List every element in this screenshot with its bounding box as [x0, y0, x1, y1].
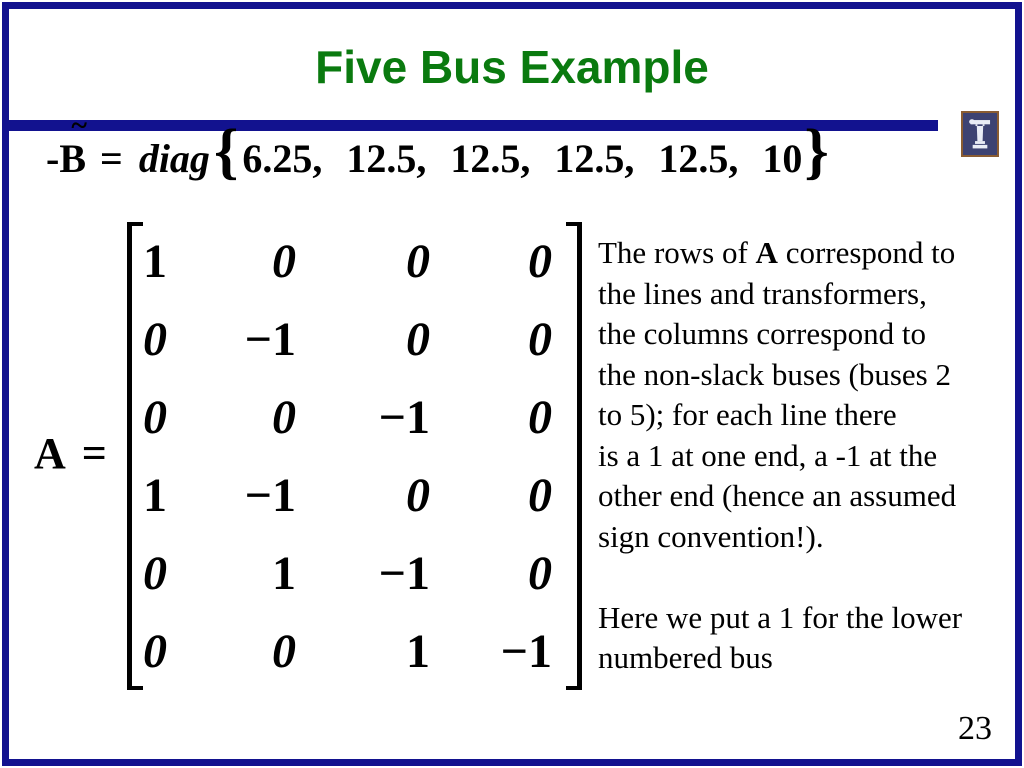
right-bracket	[566, 222, 582, 690]
matrix-cell: 1	[143, 468, 167, 522]
matrix-grid: 1 0 0 0 0 −1 0 0 0 0 −1 0 1 −1 0 0 0 1 −1 0 0 0 1 −1	[143, 222, 566, 690]
diag-operator: diag	[138, 136, 210, 181]
matrix-cell: 0	[272, 234, 296, 288]
equation-equals: =	[100, 136, 123, 181]
matrix-cell: 0	[528, 468, 552, 522]
diag-term: 12.5,	[658, 136, 739, 181]
note-line: sign convention!).	[598, 518, 824, 554]
left-bracket	[127, 222, 143, 690]
note-line1-post: correspond to	[777, 235, 956, 270]
note-lines-container: the lines and transformers, the columns c…	[598, 274, 962, 679]
matrix-row: 0 −1 0 0	[143, 300, 552, 378]
matrix-cell: 1	[272, 546, 296, 600]
matrix-cell: 0	[406, 468, 430, 522]
note-line: is a 1 at one end, a -1 at the	[598, 437, 938, 473]
b-matrix-equation: -B~ = diag { 6.25,12.5,12.5,12.5,12.5,10…	[46, 109, 829, 186]
page-title: Five Bus Example	[315, 41, 709, 93]
note-line: the columns correspond to	[598, 316, 927, 351]
matrix-cell: 0	[143, 546, 167, 600]
matrix-a-equals: =	[81, 429, 107, 478]
note-line	[598, 557, 962, 598]
b-symbol: B~	[59, 111, 87, 182]
equation-minus: -	[46, 136, 60, 181]
matrix-cell: −1	[378, 390, 430, 444]
diag-term: 6.25,	[242, 136, 323, 181]
matrix-cell: 0	[528, 312, 552, 366]
matrix-cell: 0	[143, 312, 167, 366]
matrix-cell: 0	[143, 390, 167, 444]
equation-terms: 6.25, 12.5, 12.5, 12.5, 12.5, 10	[238, 135, 804, 182]
incidence-matrix: 1 0 0 0 0 −1 0 0 0 0 −1 0 1 −1 0 0 0 1 −1 0 0 0 1 −1	[127, 222, 582, 690]
matrix-cell: −1	[244, 312, 296, 366]
matrix-row: 0 1 −1 0	[143, 534, 552, 612]
matrix-cell: −1	[500, 624, 552, 678]
diag-term: 12.5,	[346, 136, 427, 181]
note-line1-pre: The rows of	[598, 235, 756, 270]
matrix-a-label: A=	[34, 428, 107, 479]
matrix-cell: 0	[272, 390, 296, 444]
explanation-text: The rows of A correspond to the lines an…	[598, 233, 962, 679]
column-glyph	[969, 119, 991, 149]
matrix-cell: −1	[244, 468, 296, 522]
tilde-accent: ~	[71, 109, 87, 142]
matrix-cell: 1	[406, 624, 430, 678]
matrix-cell: 0	[143, 624, 167, 678]
matrix-row: 1 0 0 0	[143, 222, 552, 300]
note-line: Here we put a 1 for the lower	[598, 599, 963, 635]
note-line: other end (hence an assumed	[598, 478, 957, 513]
matrix-cell: 1	[143, 234, 167, 288]
page-number: 23	[958, 710, 992, 747]
matrix-cell: 0	[528, 234, 552, 288]
matrix-row: 0 0 −1 0	[143, 378, 552, 456]
diag-term: 12.5,	[450, 136, 531, 181]
matrix-cell: 0	[406, 312, 430, 366]
matrix-cell: 0	[528, 546, 552, 600]
diag-term: 12.5,	[554, 136, 635, 181]
note-line: to 5); for each line there	[598, 397, 897, 432]
matrix-cell: 0	[406, 234, 430, 288]
illinois-column-logo-icon	[961, 111, 999, 157]
title-divider-rule	[2, 120, 938, 131]
matrix-a-letter: A	[34, 429, 66, 478]
matrix-cell: 0	[272, 624, 296, 678]
matrix-cell: −1	[378, 546, 430, 600]
note-line: the non-slack buses (buses 2	[598, 356, 951, 392]
note-line: the lines and transformers,	[598, 275, 927, 311]
matrix-cell: 0	[528, 390, 552, 444]
matrix-row: 1 −1 0 0	[143, 456, 552, 534]
diag-term: 10	[762, 136, 803, 181]
b-letter: B	[59, 136, 87, 181]
note-line: numbered bus	[598, 640, 773, 675]
matrix-row: 0 0 1 −1	[143, 612, 552, 690]
note-line1-bold-a: A	[755, 235, 778, 270]
note-line-1: The rows of A correspond to	[598, 233, 962, 274]
